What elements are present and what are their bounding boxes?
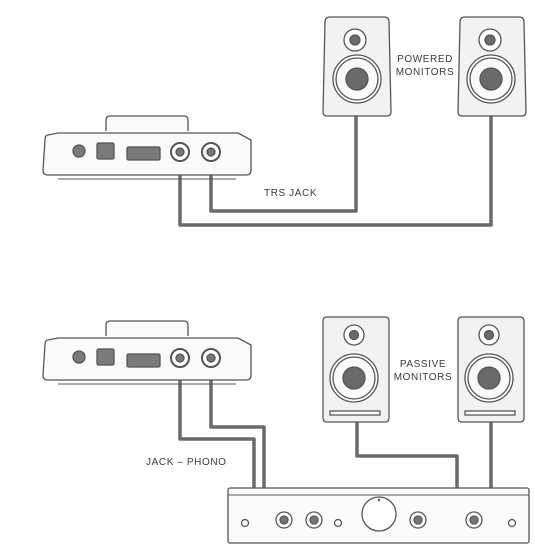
audio-interface-top: [43, 116, 251, 179]
audio-interface-bottom: [43, 321, 251, 384]
trs-jack-label: TRS JACK: [264, 187, 317, 200]
amp-led-right: [509, 520, 516, 527]
powered-label-line2: MONITORS: [392, 66, 458, 79]
speaker-wire-left: [357, 422, 457, 488]
amp-led-mid: [335, 520, 342, 527]
jack-phono-label: JACK – PHONO: [146, 456, 227, 469]
amplifier: [228, 488, 529, 543]
passive-monitor-right: [458, 317, 524, 422]
powered-monitor-right: [458, 17, 526, 116]
input-connector: [127, 147, 160, 160]
headphone-jack: [73, 145, 85, 157]
passive-monitors-label: PASSIVE MONITORS: [389, 358, 457, 384]
passive-label-line1: PASSIVE: [389, 358, 457, 371]
powered-monitor-left: [323, 17, 391, 116]
powered-label-line1: POWERED: [392, 53, 458, 66]
usb-port: [97, 143, 114, 159]
amp-volume-knob: [362, 497, 396, 531]
passive-monitor-left: [323, 317, 389, 422]
amp-led-left: [242, 520, 249, 527]
powered-monitors-label: POWERED MONITORS: [392, 53, 458, 79]
passive-label-line2: MONITORS: [389, 371, 457, 384]
